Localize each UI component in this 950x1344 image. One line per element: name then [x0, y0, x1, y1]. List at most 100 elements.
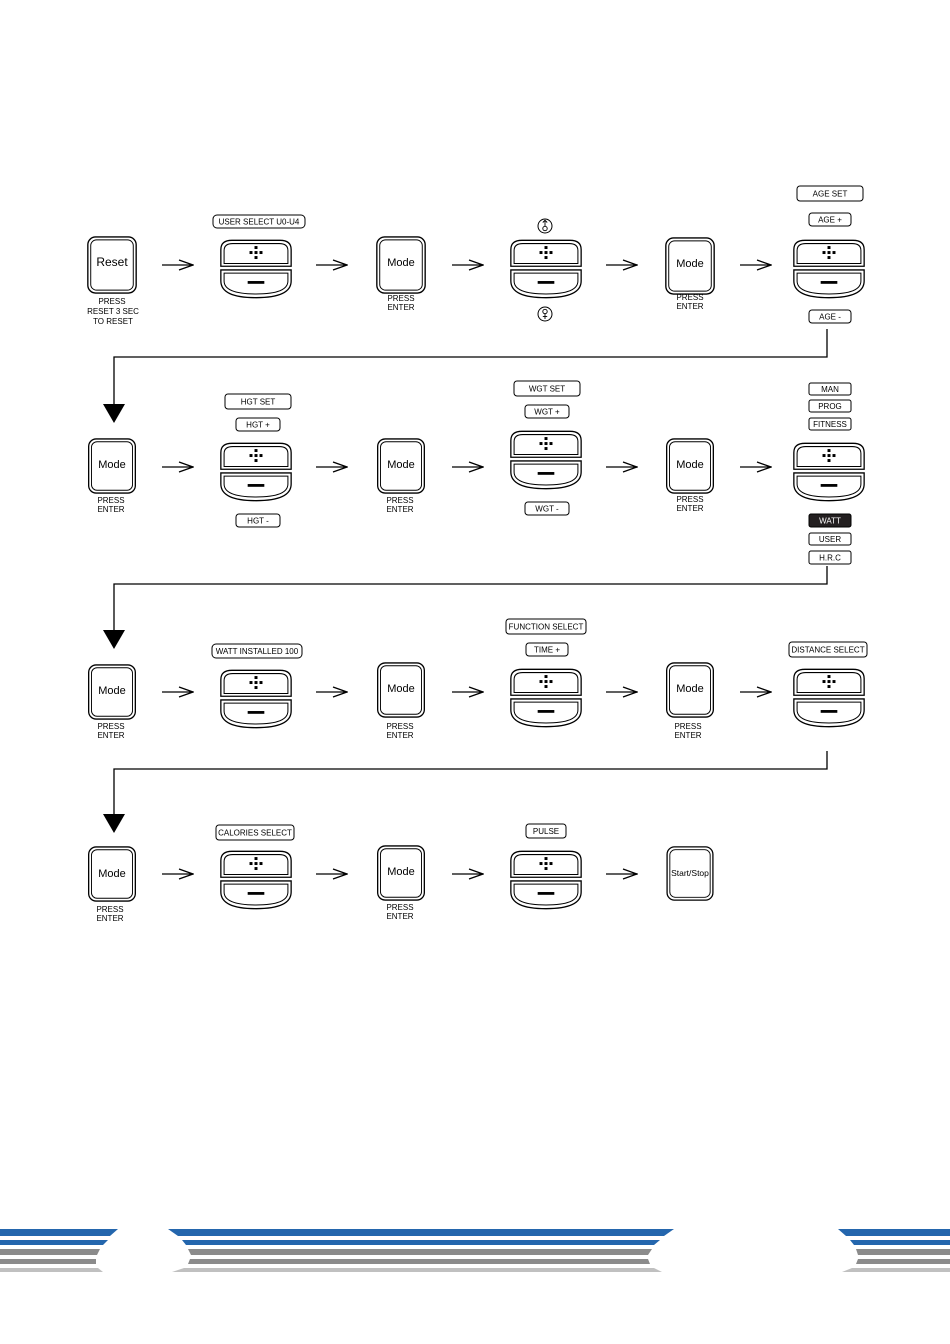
- age-minus-label: AGE -: [808, 309, 852, 324]
- svg-text:AGE SET: AGE SET: [813, 190, 848, 199]
- enter-label: ENTER: [386, 912, 413, 921]
- svg-text:DISTANCE SELECT: DISTANCE SELECT: [791, 646, 864, 655]
- svg-text:Mode: Mode: [387, 683, 415, 695]
- function-select-label: FUNCTION SELECT: [505, 618, 587, 635]
- mode-button[interactable]: Mode: [376, 236, 426, 294]
- program-hrc-label: H.R.C: [808, 550, 852, 565]
- svg-text:FITNESS: FITNESS: [813, 420, 847, 429]
- plus-minus-buttons[interactable]: [793, 668, 865, 728]
- svg-text:AGE -: AGE -: [819, 313, 841, 322]
- plus-minus-buttons[interactable]: [793, 442, 865, 502]
- reset-caption-3: TO RESET: [93, 317, 133, 326]
- hgt-minus-label: HGT -: [235, 513, 281, 528]
- watt-installed-label: WATT INSTALLED 100: [211, 643, 303, 659]
- reset-caption-1: PRESS: [98, 297, 125, 306]
- age-set-label: AGE SET: [796, 185, 864, 202]
- svg-text:HGT +: HGT +: [246, 421, 270, 430]
- mode-button[interactable]: Mode: [665, 237, 715, 295]
- user-select-label: USER SELECT U0-U4: [212, 214, 306, 229]
- press-label: PRESS: [97, 496, 124, 505]
- start-stop-button[interactable]: Start/Stop: [666, 846, 714, 901]
- svg-text:PULSE: PULSE: [533, 827, 559, 836]
- enter-label: ENTER: [676, 302, 703, 311]
- svg-text:Mode: Mode: [387, 257, 415, 269]
- svg-text:MAN: MAN: [821, 385, 839, 394]
- svg-text:Mode: Mode: [387, 866, 415, 878]
- footer-stripes: [0, 1229, 950, 1272]
- mode-button[interactable]: Mode: [665, 662, 715, 718]
- svg-text:USER SELECT U0-U4: USER SELECT U0-U4: [219, 218, 300, 227]
- press-label: PRESS: [96, 905, 123, 914]
- program-fitness-label: FITNESS: [808, 417, 852, 431]
- svg-text:USER: USER: [819, 535, 841, 544]
- plus-minus-buttons[interactable]: [220, 239, 292, 299]
- down-arrow: [103, 630, 125, 649]
- mode-button[interactable]: Mode: [87, 664, 137, 720]
- plus-minus-buttons[interactable]: [793, 239, 865, 299]
- mode-button[interactable]: Mode: [87, 846, 137, 902]
- svg-text:AGE +: AGE +: [818, 216, 842, 225]
- program-watt-label: WATT: [808, 513, 852, 528]
- svg-text:Mode: Mode: [676, 683, 704, 695]
- press-label: PRESS: [387, 294, 414, 303]
- svg-text:Mode: Mode: [676, 258, 704, 270]
- enter-label: ENTER: [97, 731, 124, 740]
- program-user-label: USER: [808, 532, 852, 546]
- connector-line: [113, 566, 828, 630]
- distance-select-label: DISTANCE SELECT: [788, 641, 868, 658]
- svg-text:Mode: Mode: [98, 868, 126, 880]
- enter-label: ENTER: [386, 505, 413, 514]
- enter-label: ENTER: [386, 731, 413, 740]
- time-plus-label: TIME +: [525, 642, 569, 657]
- reset-button[interactable]: Reset: [87, 236, 137, 294]
- svg-text:HGT SET: HGT SET: [241, 398, 276, 407]
- reset-caption-2: RESET 3 SEC: [87, 307, 139, 316]
- svg-text:HGT -: HGT -: [247, 517, 269, 526]
- enter-label: ENTER: [387, 303, 414, 312]
- mode-button[interactable]: Mode: [87, 438, 137, 494]
- plus-minus-buttons[interactable]: [510, 668, 582, 728]
- svg-text:Mode: Mode: [98, 685, 126, 697]
- enter-label: ENTER: [676, 504, 703, 513]
- age-plus-label: AGE +: [808, 212, 852, 227]
- plus-minus-buttons[interactable]: [510, 850, 582, 910]
- connector-line: [113, 751, 828, 814]
- mode-button[interactable]: Mode: [665, 438, 715, 494]
- mode-button[interactable]: Mode: [376, 662, 426, 718]
- mode-button[interactable]: Mode: [376, 438, 426, 494]
- calories-select-label: CALORIES SELECT: [215, 824, 295, 841]
- down-arrow: [103, 814, 125, 833]
- enter-label: ENTER: [97, 505, 124, 514]
- plus-minus-buttons[interactable]: [220, 850, 292, 910]
- wgt-plus-label: WGT +: [524, 404, 570, 419]
- press-label: PRESS: [676, 293, 703, 302]
- svg-text:WGT SET: WGT SET: [529, 385, 565, 394]
- wgt-set-label: WGT SET: [513, 380, 581, 397]
- mode-button[interactable]: Mode: [376, 845, 426, 901]
- press-label: PRESS: [386, 496, 413, 505]
- enter-label: ENTER: [674, 731, 701, 740]
- press-label: PRESS: [676, 495, 703, 504]
- pulse-label: PULSE: [525, 823, 567, 839]
- svg-text:TIME +: TIME +: [534, 646, 560, 655]
- svg-text:Start/Stop: Start/Stop: [671, 868, 709, 878]
- plus-minus-buttons[interactable]: [220, 442, 292, 502]
- program-prog-label: PROG: [808, 399, 852, 413]
- enter-label: ENTER: [96, 914, 123, 923]
- male-icon: [537, 218, 553, 234]
- svg-text:PROG: PROG: [818, 402, 842, 411]
- svg-text:Mode: Mode: [387, 459, 415, 471]
- svg-text:CALORIES SELECT: CALORIES SELECT: [218, 829, 292, 838]
- program-man-label: MAN: [808, 382, 852, 396]
- wgt-minus-label: WGT -: [524, 501, 570, 516]
- svg-text:Mode: Mode: [676, 459, 704, 471]
- reset-button-label: Reset: [96, 255, 128, 269]
- svg-text:Mode: Mode: [98, 459, 126, 471]
- hgt-set-label: HGT SET: [224, 393, 292, 410]
- down-arrow: [103, 404, 125, 423]
- plus-minus-buttons[interactable]: [220, 669, 292, 729]
- plus-minus-buttons[interactable]: [510, 239, 582, 299]
- plus-minus-buttons[interactable]: [510, 430, 582, 490]
- svg-text:WATT INSTALLED 100: WATT INSTALLED 100: [216, 647, 299, 656]
